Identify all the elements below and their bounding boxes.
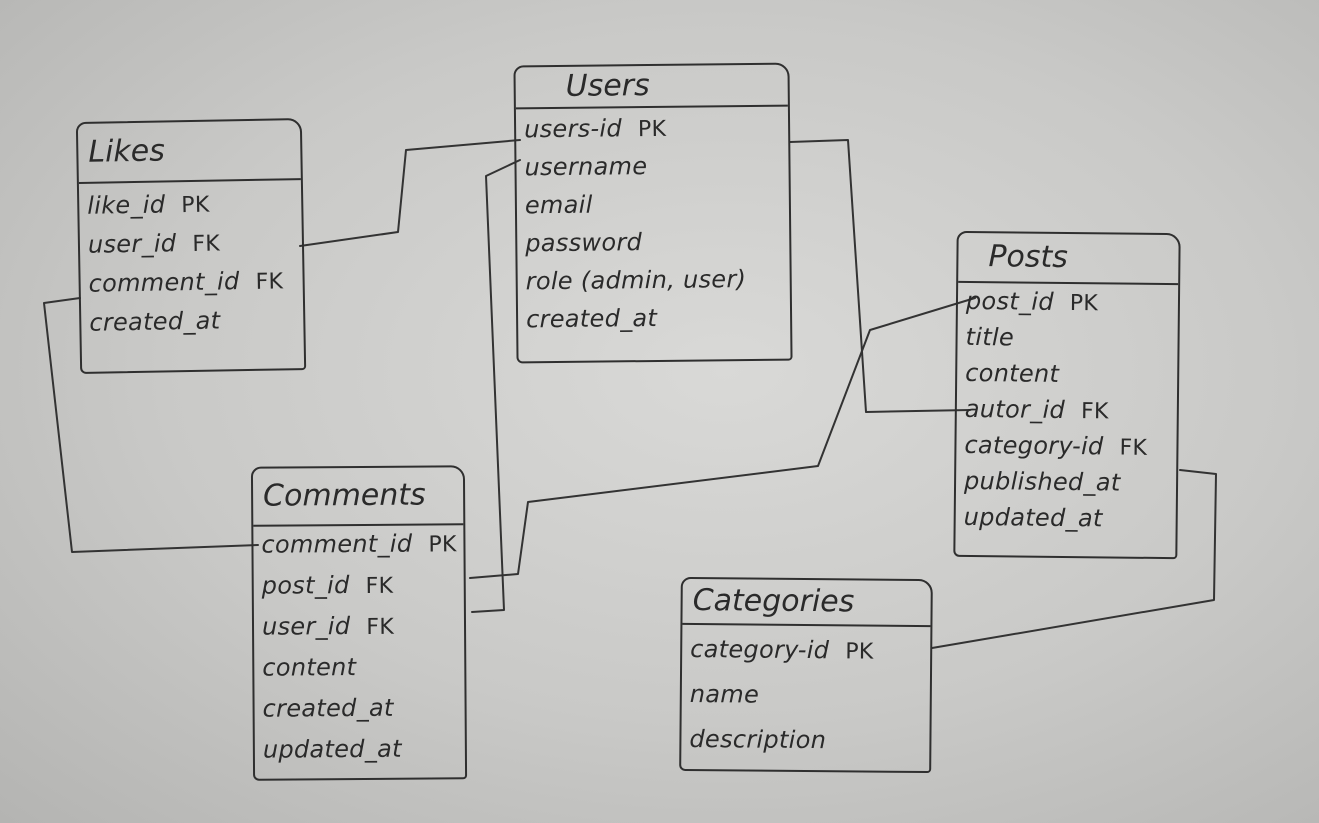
comments-user-to-users-line bbox=[471, 159, 521, 613]
attribute-row: email bbox=[524, 190, 593, 220]
attribute-row: updated_at bbox=[262, 734, 402, 764]
likes-user-to-users-line bbox=[299, 139, 521, 247]
attribute-row: password bbox=[525, 228, 643, 258]
attribute-row: published_at bbox=[963, 466, 1121, 497]
attribute-row: username bbox=[524, 152, 648, 182]
comments-post-to-posts-line bbox=[469, 297, 976, 579]
posts-category-to-categories-line bbox=[931, 469, 1217, 649]
attribute-row: updated_at bbox=[963, 502, 1103, 533]
likes-comment-to-comments-line bbox=[43, 297, 259, 553]
entity-title: Posts bbox=[958, 232, 1179, 286]
entity-title: Categories bbox=[682, 578, 931, 628]
entity-title: Users bbox=[515, 64, 788, 110]
attribute-row: content bbox=[262, 653, 357, 682]
attribute-row: title bbox=[965, 322, 1015, 352]
attribute-row: content bbox=[965, 358, 1060, 388]
entity-title: Comments bbox=[252, 467, 464, 527]
attribute-row: description bbox=[689, 724, 827, 755]
attribute-row: created_at bbox=[262, 693, 394, 723]
entity-title: Likes bbox=[77, 120, 301, 184]
posts-author-to-users-line bbox=[789, 139, 971, 413]
attribute-row: role (admin, user) bbox=[525, 265, 747, 296]
attribute-row: created_at bbox=[525, 303, 658, 334]
attribute-row: name bbox=[689, 679, 760, 709]
attribute-row: created_at bbox=[89, 306, 221, 337]
